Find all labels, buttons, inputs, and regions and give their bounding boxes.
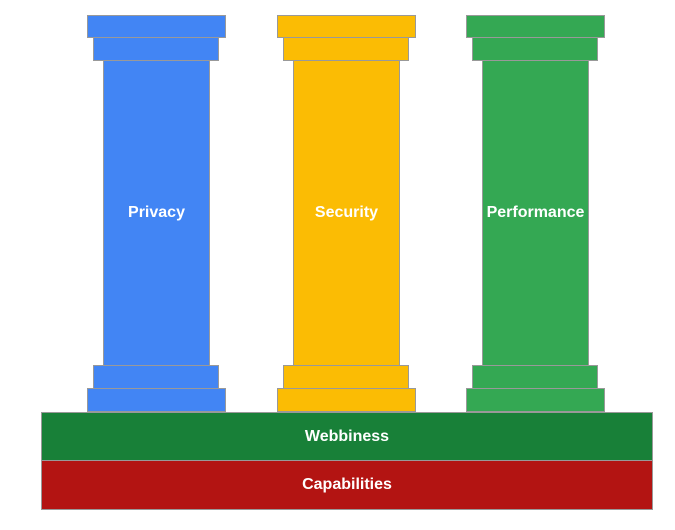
pillar-security: Security (277, 0, 417, 412)
foundation-capabilities: Capabilities (41, 460, 653, 510)
pillar-base-lower (87, 388, 226, 412)
pillar-label: Performance (486, 204, 585, 221)
pillar-capital-top (466, 15, 605, 38)
pillar-shaft: Privacy (103, 60, 210, 366)
pillar-capital-top (87, 15, 226, 38)
foundation-label: Capabilities (302, 476, 392, 493)
pillar-privacy: Privacy (87, 0, 227, 412)
pillar-base-lower (466, 388, 605, 412)
pillar-capital (93, 37, 219, 61)
pillar-label: Security (314, 204, 379, 221)
pillar-capital-top (277, 15, 416, 38)
pillar-shaft: Performance (482, 60, 589, 366)
pillar-base-upper (93, 365, 219, 389)
foundation-label: Webbiness (304, 427, 390, 445)
pillar-capital (283, 37, 409, 61)
pillar-shaft: Security (293, 60, 400, 366)
pillar-base-upper (472, 365, 598, 389)
pillar-base-upper (283, 365, 409, 389)
foundation-webbiness: Webbiness (41, 412, 653, 461)
pillar-performance: Performance (466, 0, 606, 412)
pillar-base-lower (277, 388, 416, 412)
pillar-label: Privacy (128, 204, 185, 221)
pillar-capital (472, 37, 598, 61)
